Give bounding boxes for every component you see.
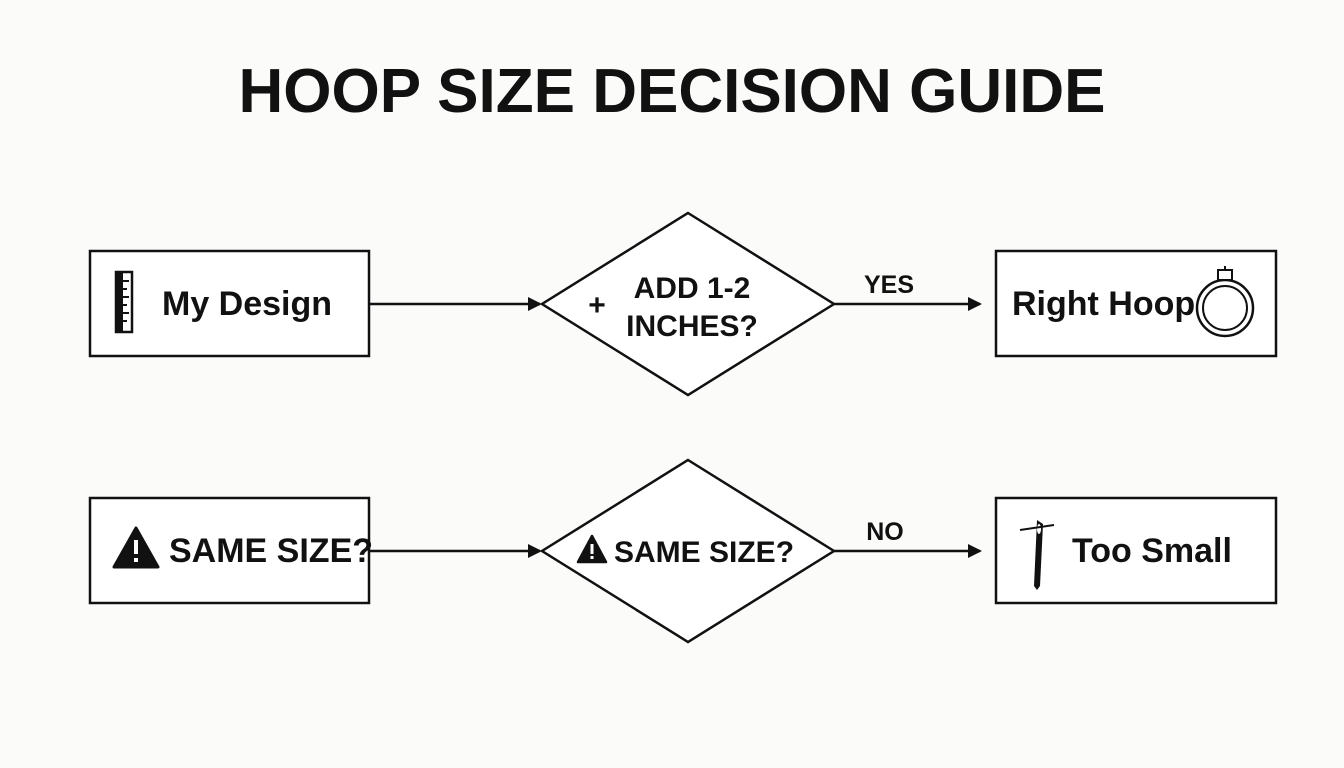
same-size-diamond [539, 458, 837, 644]
my-design-box [88, 249, 371, 358]
same-size-box-label: SAME SIZE? [169, 532, 373, 570]
needle-icon [1019, 520, 1055, 590]
node-too-small: Too Small [994, 496, 1278, 605]
too-small-box [994, 496, 1278, 605]
too-small-label: Too Small [1072, 532, 1232, 570]
right-hoop-label: Right Hoop [1012, 285, 1195, 323]
node-my-design: My Design [88, 249, 371, 358]
node-same-size-box: SAME SIZE? [88, 496, 373, 605]
ruler-icon [114, 270, 134, 334]
page-title: HOOP SIZE DECISION GUIDE [238, 57, 1105, 126]
node-right-hoop: Right Hoop [994, 249, 1278, 358]
add-inches-label-line2: INCHES? [626, 310, 758, 343]
add-inches-label-line1: ADD 1-2 [634, 272, 751, 305]
my-design-label: My Design [162, 285, 332, 323]
node-add-inches-decision: + ADD 1-2 INCHES? [539, 211, 837, 397]
right-hoop-box [994, 249, 1278, 358]
node-same-size-decision: SAME SIZE? [539, 458, 837, 644]
embroidery-hoop-icon [1195, 266, 1255, 338]
warning-icon [112, 526, 160, 569]
warning-icon [576, 534, 608, 564]
same-size-decision-label: SAME SIZE? [614, 536, 794, 569]
add-inches-diamond [539, 211, 837, 397]
plus-icon: + [588, 289, 606, 322]
yes-label: YES [864, 271, 914, 299]
no-label: NO [866, 518, 904, 546]
